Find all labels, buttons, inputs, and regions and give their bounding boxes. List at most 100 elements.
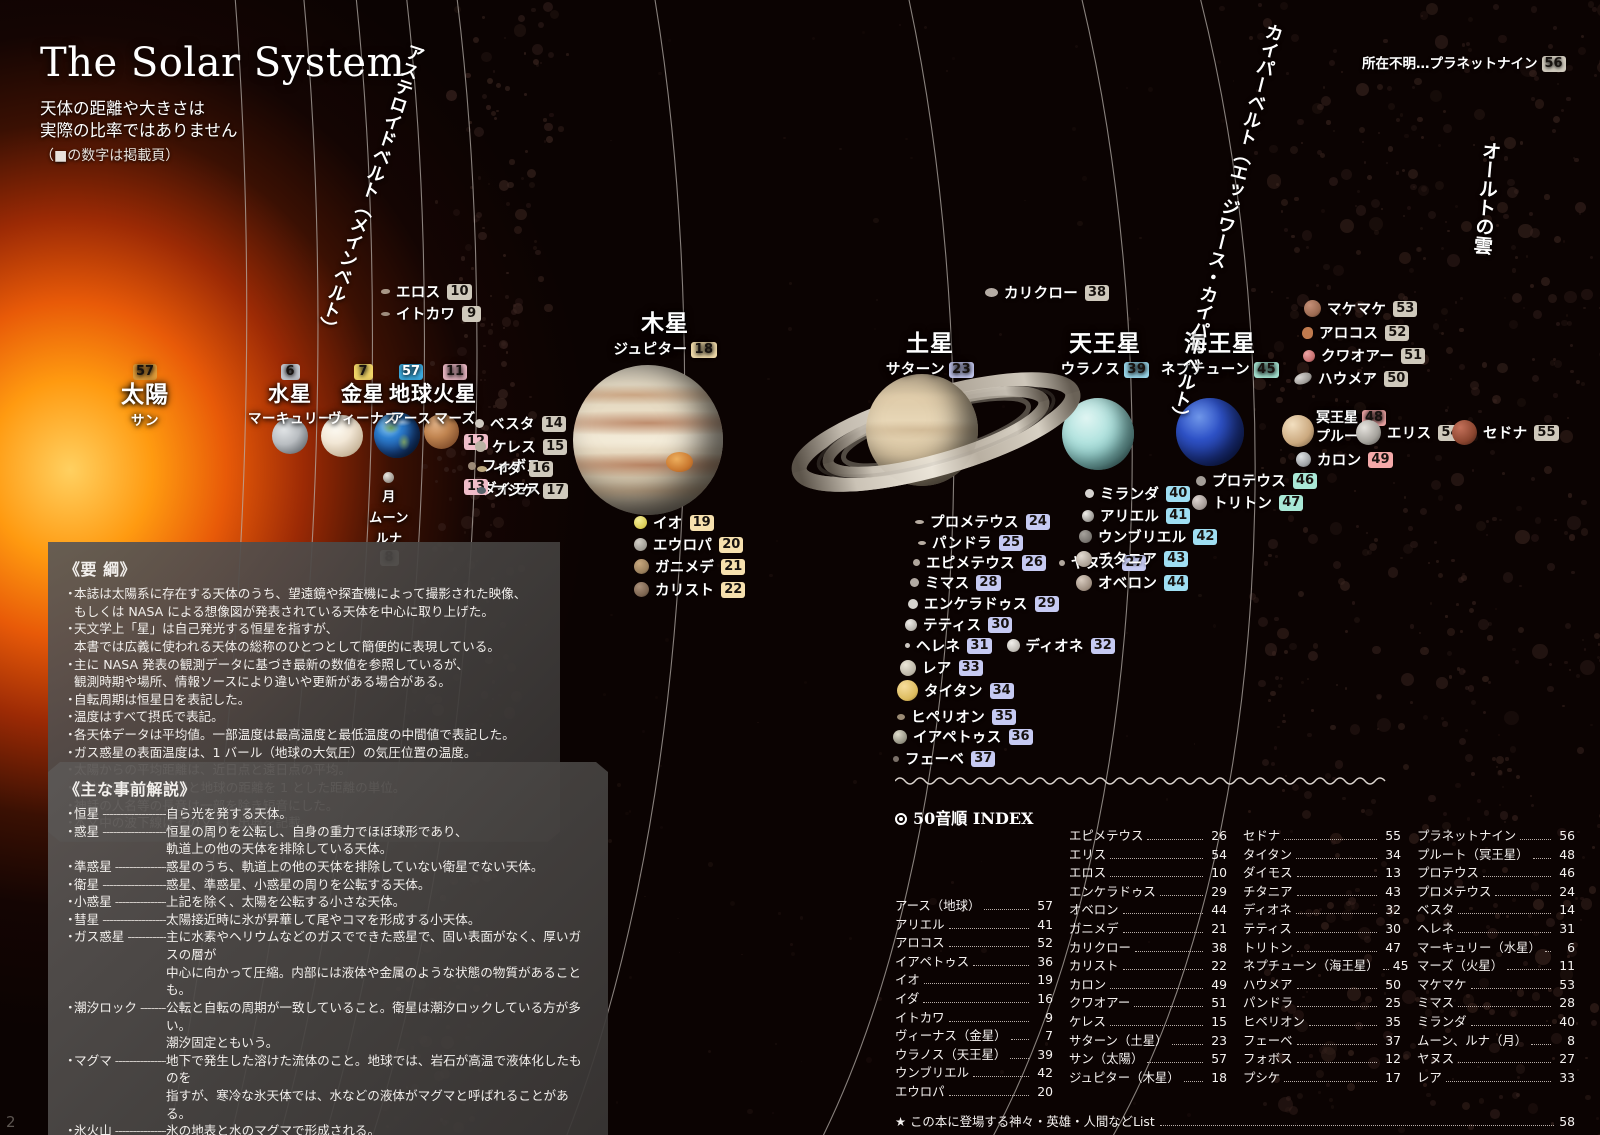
ida-dot xyxy=(477,465,487,472)
index-entry-name: エロス xyxy=(1069,865,1107,881)
index-entry-leader xyxy=(1284,839,1377,840)
dione-dot xyxy=(1006,639,1020,652)
charon-name: カロン xyxy=(1317,453,1362,469)
miranda-dot xyxy=(1085,489,1094,498)
europa-page-badge: 20 xyxy=(719,536,744,553)
dione-page-badge: 32 xyxy=(1090,637,1115,654)
index-entry-page: 16 xyxy=(1037,990,1053,1006)
index-entry-page: 9 xyxy=(1045,1009,1053,1025)
index-entry-name: プシケ xyxy=(1243,1069,1281,1085)
moonrow-arrokoth: アロコス 52 xyxy=(1302,322,1410,343)
index-footer-page: 58 xyxy=(1559,1113,1575,1129)
moonrow-titania: チタニア 43 xyxy=(1076,548,1189,569)
index-entry-page: 52 xyxy=(1037,935,1053,951)
glossary-entry: ・準惑星 ---------------- 惑星のうち、軌道上の他の天体を排除し… xyxy=(64,858,592,876)
index-row: マーキュリー（水星）6 xyxy=(1417,939,1575,958)
index-entry-page: 26 xyxy=(1211,828,1227,843)
neptune-page-badge: 45 xyxy=(1254,362,1280,379)
moonrow-vesta: ベスタ 14 xyxy=(475,413,566,434)
epimetheus-page-badge: 26 xyxy=(1021,554,1046,571)
pandora-page-badge: 25 xyxy=(998,534,1024,551)
glossary-desc: 公転と自転の周期が一致していること。衛星は潮汐ロックしている方が多い。 潮汐固定… xyxy=(166,999,581,1051)
glossary-desc: 惑星のうち、軌道上の他の天体を排除していない衛星でない天体。 xyxy=(166,858,544,874)
page-number-legend-note: （■の数字は掲載頁） xyxy=(40,147,180,164)
index-entry-page: 17 xyxy=(1385,1069,1401,1085)
glossary-desc: 自ら光を発する天体。 xyxy=(166,806,292,821)
index-entry-leader xyxy=(1308,1024,1377,1026)
index-entry-name: ハウメア xyxy=(1243,976,1293,992)
moonrow-eris: エリス 54 xyxy=(1356,420,1463,445)
index-entry-leader xyxy=(1458,1006,1551,1008)
glossary-entry: ・小惑星 ---------------- 上記を除く、太陽を公転する小さな天体… xyxy=(64,893,592,911)
itokawa-dot xyxy=(381,311,390,316)
index-entry-name: プラネットナイン xyxy=(1417,828,1517,843)
helene-dot xyxy=(905,643,910,648)
index-entry-page: 35 xyxy=(1385,1013,1401,1029)
moonrow-makemake: マケマケ 53 xyxy=(1304,298,1418,319)
io-name: イオ xyxy=(653,516,683,532)
charon-page-badge: 49 xyxy=(1368,451,1393,468)
outline-bullet: ・ xyxy=(64,691,77,707)
index-entry-name: タイタン xyxy=(1243,846,1293,862)
rhea-name: レア xyxy=(922,661,952,677)
moonrow-io: イオ 19 xyxy=(634,512,714,533)
europa-name: エウロパ xyxy=(653,538,713,554)
io-dot xyxy=(634,516,647,529)
ariel-page-badge: 41 xyxy=(1166,507,1191,524)
iapetus-page-badge: 36 xyxy=(1008,728,1033,745)
index-entry-name: セドナ xyxy=(1243,828,1281,843)
outline-panel-heading: 《要 綱》 xyxy=(64,560,137,579)
index-entry-name: フォボス xyxy=(1243,1051,1293,1067)
saturn-name-kana: サターン xyxy=(885,362,946,379)
glossary-entry: ・潮汐ロック ------------ 公転と自転の周期が一致していること。衛星… xyxy=(64,999,592,1052)
glossary-panel-heading: 《主な事前解説》 xyxy=(64,780,197,799)
glossary-bullet: ・ xyxy=(64,858,77,874)
index-entry-page: 28 xyxy=(1559,995,1575,1011)
index-entry-page: 57 xyxy=(1211,1051,1227,1067)
index-entry-page: 54 xyxy=(1211,846,1227,862)
ariel-name: アリエル xyxy=(1100,509,1160,525)
index-footer-leader xyxy=(1159,1124,1555,1126)
index-entry-name: ベスタ xyxy=(1417,902,1455,918)
moonrow-hyperion: ヒペリオン 35 xyxy=(897,706,1017,727)
index-entry-leader xyxy=(1147,1062,1203,1064)
index-entry-leader xyxy=(973,964,1029,966)
index-entry-name: カロン xyxy=(1069,976,1107,992)
umbriel-page-badge: 42 xyxy=(1193,528,1218,545)
index-entry-leader xyxy=(1110,876,1203,878)
moonrow-enceladus: エンケラドゥス 29 xyxy=(908,593,1059,614)
moonrow-miranda: ミランダ 40 xyxy=(1085,483,1191,504)
moonrow-pandora: パンドラ 25 xyxy=(918,532,1024,553)
index-entry-name: ケレス xyxy=(1069,1013,1106,1029)
index-entry-name: テティス xyxy=(1243,920,1292,936)
moonrow-quaoar: クワオアー 51 xyxy=(1303,345,1426,366)
index-entry-leader xyxy=(1531,1043,1551,1045)
moonrow-charon: カロン 49 xyxy=(1296,449,1393,470)
moonrow-psyche: プシケ 17 xyxy=(477,480,568,501)
glossary-term: 小惑星 ---------------- xyxy=(74,893,166,911)
index-entry-leader xyxy=(1147,839,1203,840)
index-entry-name: ウンブリエル xyxy=(895,1065,969,1081)
index-entry-page: 36 xyxy=(1037,953,1053,969)
glossary-bullet: ・ xyxy=(64,876,77,892)
glossary-leader: ---------------- xyxy=(111,894,166,910)
index-entry-page: 46 xyxy=(1559,865,1575,881)
arrokoth-page-badge: 52 xyxy=(1385,324,1410,341)
jupiter-sphere xyxy=(573,365,723,515)
epimetheus-dot xyxy=(913,559,920,566)
glossary-bullet: ・ xyxy=(64,929,77,945)
index-divider xyxy=(894,777,1386,785)
moonrow-titan: タイタン 34 xyxy=(897,680,1014,701)
oberon-page-badge: 44 xyxy=(1164,574,1189,591)
index-entry-leader xyxy=(1110,987,1203,989)
sun-page-badge: 57 xyxy=(132,364,158,380)
quaoar-dot xyxy=(1303,349,1315,362)
moonrow-ganymede: ガニメデ 21 xyxy=(634,556,746,577)
